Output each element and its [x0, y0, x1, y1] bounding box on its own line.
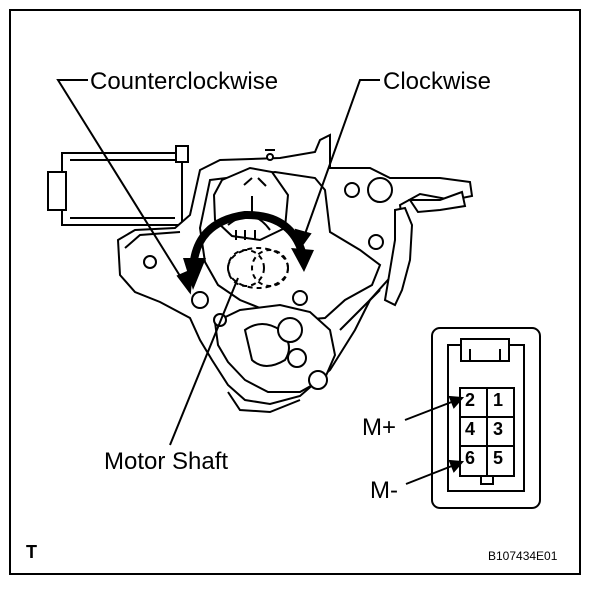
clockwise-label: Clockwise — [383, 68, 492, 95]
corner-letter: T — [26, 542, 37, 562]
release-arm — [383, 206, 414, 307]
figure-frame — [9, 9, 581, 575]
rotation-arrow — [183, 210, 314, 290]
motor-shaft-hidden-gear — [227, 247, 289, 289]
motor-housing — [47, 145, 189, 226]
pin-6: 6 — [465, 448, 476, 468]
m-plus-label: M+ — [362, 414, 397, 441]
pin-5: 5 — [493, 448, 504, 468]
figure-code: B107434E01 — [488, 549, 558, 563]
connector — [431, 327, 541, 509]
pin-4: 4 — [465, 419, 476, 439]
m-minus-label: M- — [370, 477, 398, 504]
counterclockwise-label: Counterclockwise — [90, 68, 279, 95]
clockwise-leader — [299, 79, 380, 249]
pin-2: 2 — [465, 390, 476, 410]
counterclockwise-leader — [56, 79, 191, 293]
pin-3: 3 — [493, 419, 504, 439]
motor-shaft-leader — [169, 277, 239, 446]
motor-shaft-label: Motor Shaft — [104, 448, 229, 475]
pin-1: 1 — [493, 390, 504, 410]
